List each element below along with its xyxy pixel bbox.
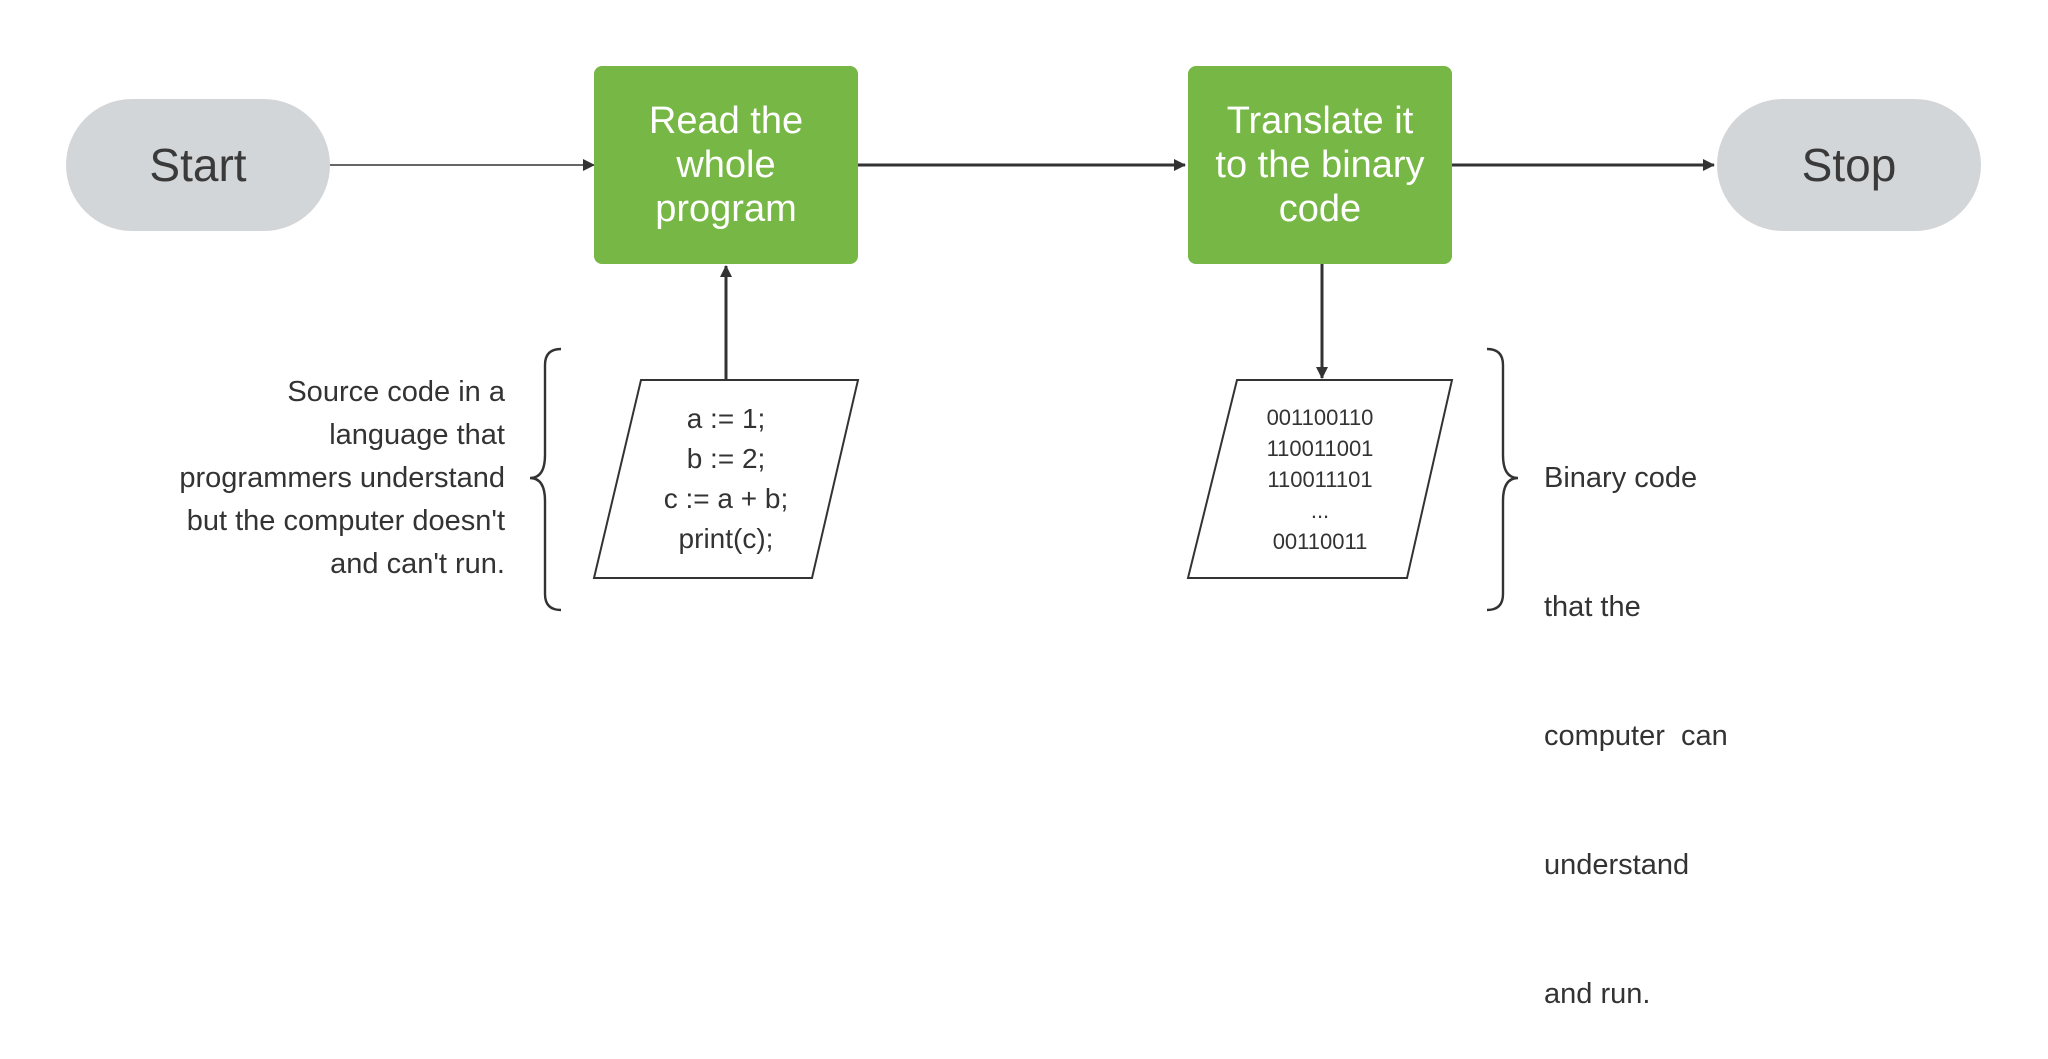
binary-code-note: Binary code that the computer can unders… [1544, 371, 1804, 1059]
source-code-note: Source code in a language that programme… [90, 371, 505, 586]
binary-code-line: 110011101 [1267, 466, 1373, 492]
binary-code-line: 001100110 [1266, 404, 1374, 430]
source-code-parallelogram [592, 379, 860, 579]
source-code-line: print(c); [678, 523, 774, 554]
source-note-line: programmers understand [179, 462, 505, 494]
source-note-line: and can't run. [330, 548, 505, 580]
binary-code-text: 001100110 110011001 110011101 ... 001100… [1220, 384, 1420, 574]
read-program-node: Read the whole program [594, 66, 858, 264]
source-note-line: but the computer doesn't [186, 505, 505, 537]
binary-note-brace [1486, 347, 1519, 612]
binary-code-line: 110011001 [1266, 435, 1374, 461]
translate-binary-node: Translate it to the binary code [1188, 66, 1452, 264]
source-code-line: a := 1; [686, 403, 766, 434]
start-label: Start [149, 139, 247, 191]
binary-code-line: ... [1310, 497, 1330, 523]
binary-code-parallelogram [1186, 379, 1454, 579]
binary-note-line: and run. [1544, 978, 1651, 1010]
source-note-line: language that [329, 419, 505, 451]
binary-note-line: that the [1544, 591, 1641, 623]
source-note-brace [529, 347, 562, 612]
binary-note-line: computer can [1544, 720, 1728, 752]
translate-binary-label: Translate it to the binary code [1215, 100, 1425, 230]
source-code-line: b := 2; [686, 443, 766, 474]
stop-label: Stop [1801, 139, 1897, 191]
binary-code-line: 00110011 [1272, 528, 1368, 554]
stop-node: Stop [1717, 99, 1981, 231]
flowchart-canvas [330, 159, 1715, 612]
binary-note-line: understand [1544, 849, 1690, 881]
start-node: Start [66, 99, 330, 231]
source-code-text: a := 1; b := 2; c := a + b; print(c); [624, 384, 828, 574]
source-code-line: c := a + b; [663, 483, 789, 514]
binary-note-line: Binary code [1544, 462, 1698, 494]
read-program-label: Read the whole program [648, 100, 804, 230]
source-note-line: Source code in a [287, 376, 505, 408]
